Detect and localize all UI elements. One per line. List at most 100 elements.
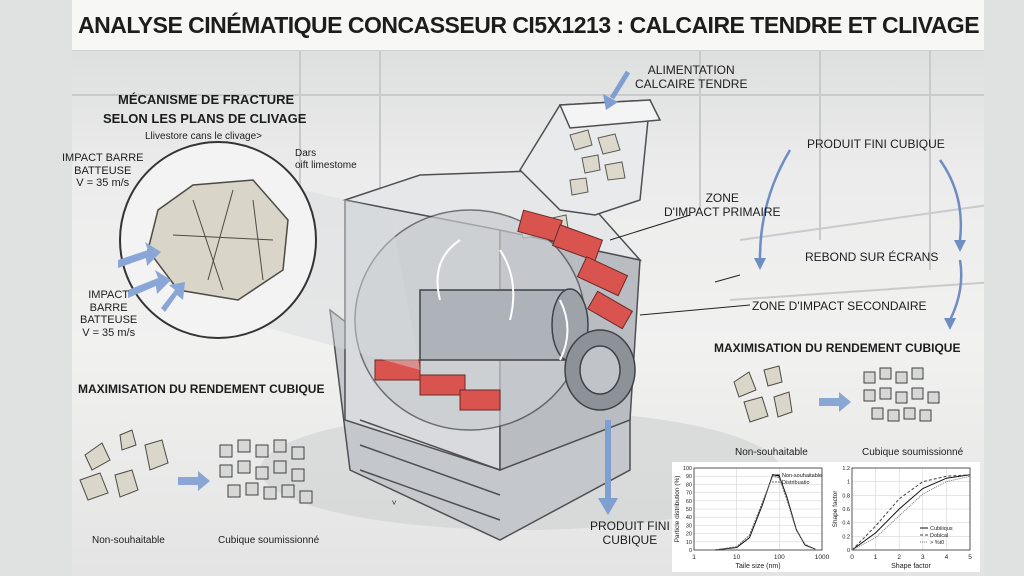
dars-line2: oift limestome bbox=[295, 159, 357, 171]
impact-bottom-label: IMPACT BARRE BATTEUSE V = 35 m/s bbox=[80, 289, 137, 340]
impact-top-label: IMPACT BARRE BATTEUSE V = 35 m/s bbox=[62, 152, 144, 190]
y-tick-label: 1 bbox=[847, 480, 850, 486]
x-tick-label: 1000 bbox=[815, 554, 830, 561]
series-line-2 bbox=[714, 475, 816, 551]
left-panel-arrow bbox=[178, 471, 210, 491]
x-tick-label: 10 bbox=[733, 554, 741, 561]
fracture-inset bbox=[118, 141, 317, 339]
y-tick-label: 0.8 bbox=[842, 493, 850, 499]
y-tick-label: 100 bbox=[683, 466, 692, 472]
product-bottom-label: PRODUIT FINI CUBIQUE bbox=[590, 519, 670, 548]
y-axis-label: Shape factor bbox=[832, 490, 839, 528]
left-panel-heading: MAXIMISATION DU RENDEMENT CUBIQUE bbox=[78, 382, 325, 396]
product-top-label: PRODUIT FINI CUBIQUE bbox=[807, 137, 945, 151]
x-axis-label: Shape factor bbox=[891, 563, 931, 570]
inset-heading-2: SELON LES PLANS DE CLIVAGE bbox=[103, 111, 307, 126]
y-tick-label: 80 bbox=[686, 482, 692, 488]
y-tick-label: 20 bbox=[686, 532, 692, 538]
y-tick-label: 0 bbox=[847, 548, 850, 554]
feed-line2: CALCAIRE TENDRE bbox=[635, 76, 748, 91]
x-tick-label: 4 bbox=[945, 554, 949, 561]
y-tick-label: 0.4 bbox=[842, 521, 850, 527]
cubic-stones-right bbox=[863, 367, 940, 422]
y-tick-label: 90 bbox=[686, 474, 692, 480]
legend-label: Dobical bbox=[930, 533, 948, 539]
feed-line1: ALIMENTATION bbox=[647, 63, 735, 77]
flow-arrows-inner bbox=[436, 239, 569, 361]
series-line-3 bbox=[851, 475, 971, 551]
right-panel-heading: MAXIMISATION DU RENDEMENT CUBIQUE bbox=[714, 341, 961, 355]
impact-bottom-line2: BARRE bbox=[89, 301, 128, 314]
primary-line1: ZONE bbox=[705, 191, 739, 205]
left-panel-good-label: Cubique soumissionné bbox=[218, 535, 320, 546]
y-tick-label: 60 bbox=[686, 499, 692, 505]
series-line-1 bbox=[851, 474, 971, 551]
title-bar bbox=[72, 0, 984, 51]
left-panel-bad-label: Non-souhaitable bbox=[92, 535, 165, 546]
product-bottom-line2: CUBIQUE bbox=[602, 532, 658, 547]
x-tick-label: 1 bbox=[692, 554, 696, 561]
callout-lines bbox=[609, 214, 751, 316]
product-bottom-line1: PRODUIT FINI bbox=[590, 519, 670, 533]
dars-label: Dars oift limestome bbox=[295, 148, 357, 171]
y-tick-label: 70 bbox=[686, 491, 692, 497]
feed-arrow bbox=[609, 70, 631, 100]
y-axis-label: Particle distribution (%) bbox=[674, 476, 681, 543]
legend-label: > %t0 bbox=[930, 540, 944, 546]
left-panel-shapes bbox=[79, 429, 313, 504]
cubic-stones bbox=[219, 439, 313, 504]
plot-frame bbox=[693, 467, 823, 551]
x-tick-label: 5 bbox=[968, 554, 972, 561]
feed-stones bbox=[519, 129, 626, 239]
feed-arrow-head bbox=[603, 94, 618, 110]
impact-top-line1: IMPACT BARRE bbox=[62, 152, 144, 164]
inset-subheading: Llivestore cans le clivage> bbox=[145, 131, 263, 142]
page-title: ANALYSE CINÉMATIQUE CONCASSEUR CI5X1213 … bbox=[78, 12, 980, 38]
x-tick-label: 100 bbox=[774, 554, 785, 561]
x-axis-label: Taile size (nm) bbox=[735, 563, 780, 570]
y-tick-label: 10 bbox=[686, 540, 692, 546]
irregular-stones bbox=[79, 429, 169, 501]
x-tick-label: 2 bbox=[897, 554, 901, 561]
primary-zone-label: ZONE D'IMPACT PRIMAIRE bbox=[664, 191, 781, 220]
impact-bottom-line1: IMPACT bbox=[88, 289, 129, 301]
right-panel-arrow bbox=[819, 392, 851, 412]
footer-mark: ⱽ bbox=[392, 500, 397, 511]
inset-heading-1: MÉCANISME DE FRACTURE bbox=[118, 92, 295, 107]
impact-arrows bbox=[118, 242, 185, 312]
legend-label: Distribuatio bbox=[782, 480, 810, 486]
plot-frame bbox=[851, 467, 971, 551]
right-panel-bad-label: Non-souhaitable bbox=[735, 447, 808, 458]
y-tick-label: 1.2 bbox=[842, 466, 850, 472]
chart-background bbox=[830, 462, 980, 572]
y-tick-label: 30 bbox=[686, 523, 692, 529]
legend-label: Cubiiiqus bbox=[930, 526, 953, 532]
impact-plates bbox=[374, 209, 634, 411]
feed-label: ALIMENTATION CALCAIRE TENDRE bbox=[635, 63, 748, 92]
impact-bottom-line4: V = 35 m/s bbox=[82, 326, 136, 339]
cycle-arrows bbox=[758, 149, 963, 321]
impact-top-line2: BATTEUSE bbox=[74, 164, 132, 177]
output-arrow-head bbox=[598, 498, 618, 515]
limestone-block bbox=[147, 179, 289, 301]
dars-line1: Dars bbox=[295, 148, 317, 159]
y-tick-label: 50 bbox=[686, 507, 692, 513]
x-tick-label: 3 bbox=[921, 554, 925, 561]
x-tick-label: 0 bbox=[850, 554, 854, 561]
y-tick-label: 0.2 bbox=[842, 534, 850, 540]
right-panel-good-label: Cubique soumissionné bbox=[862, 447, 964, 458]
legend-label: Non-souhaitable bbox=[782, 473, 822, 479]
x-tick-label: 1 bbox=[874, 554, 878, 561]
right-panel-shapes bbox=[733, 365, 940, 423]
y-tick-label: 40 bbox=[686, 515, 692, 521]
impact-bottom-line3: BATTEUSE bbox=[80, 314, 138, 327]
y-tick-label: 0.6 bbox=[842, 507, 850, 513]
secondary-zone-label: ZONE D'IMPACT SECONDAIRE bbox=[752, 299, 927, 313]
rebound-label: REBOND SUR ÉCRANS bbox=[805, 250, 939, 264]
irregular-stones-right bbox=[733, 365, 793, 423]
